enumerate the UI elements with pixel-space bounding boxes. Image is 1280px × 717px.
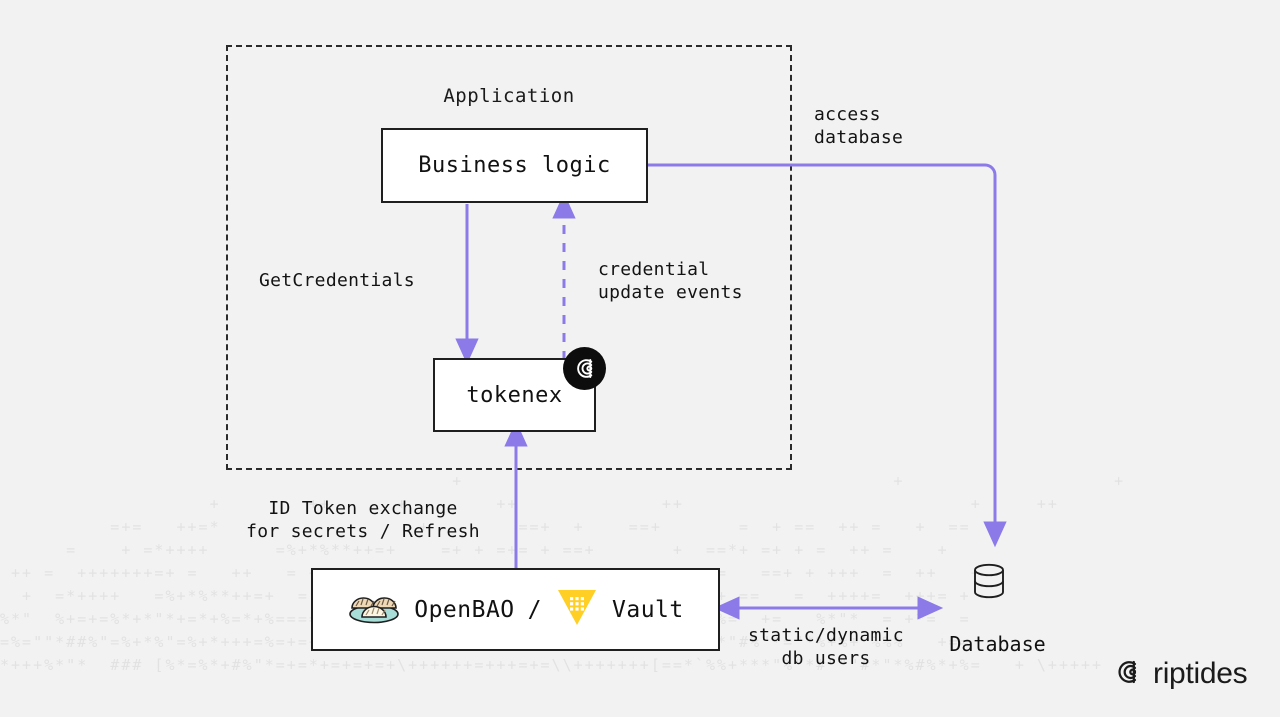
edge-label-credential-update-events: credential update events xyxy=(598,259,743,303)
vault-triangle-icon xyxy=(555,586,599,634)
edge-label-access-database: access database xyxy=(814,104,904,148)
bao-buns-icon xyxy=(347,590,401,630)
node-openbao-vault[interactable]: OpenBAO / xyxy=(311,568,720,651)
node-vault-label: Vault xyxy=(612,596,684,623)
edge-label-id-token-exchange: ID Token exchange for secrets / Refresh xyxy=(246,498,480,542)
application-boundary-label: Application xyxy=(443,85,575,107)
node-openbao-label: OpenBAO xyxy=(414,596,515,623)
node-database-label: Database xyxy=(949,632,1046,656)
riptides-brand-logo: riptides xyxy=(1110,655,1248,693)
database-cylinder-icon xyxy=(972,562,1006,600)
riptides-wordmark: riptides xyxy=(1153,657,1248,690)
node-business-logic[interactable]: Business logic xyxy=(381,128,648,203)
edge-label-get-credentials: GetCredentials xyxy=(259,270,415,291)
node-separator: / xyxy=(527,596,543,623)
node-tokenex-label: tokenex xyxy=(466,382,563,408)
edge-label-static-dynamic-db-users: static/dynamic db users xyxy=(748,625,904,669)
node-business-logic-label: Business logic xyxy=(418,153,611,178)
riptides-mark-icon xyxy=(1110,655,1144,693)
riptides-mark-icon xyxy=(563,347,606,390)
